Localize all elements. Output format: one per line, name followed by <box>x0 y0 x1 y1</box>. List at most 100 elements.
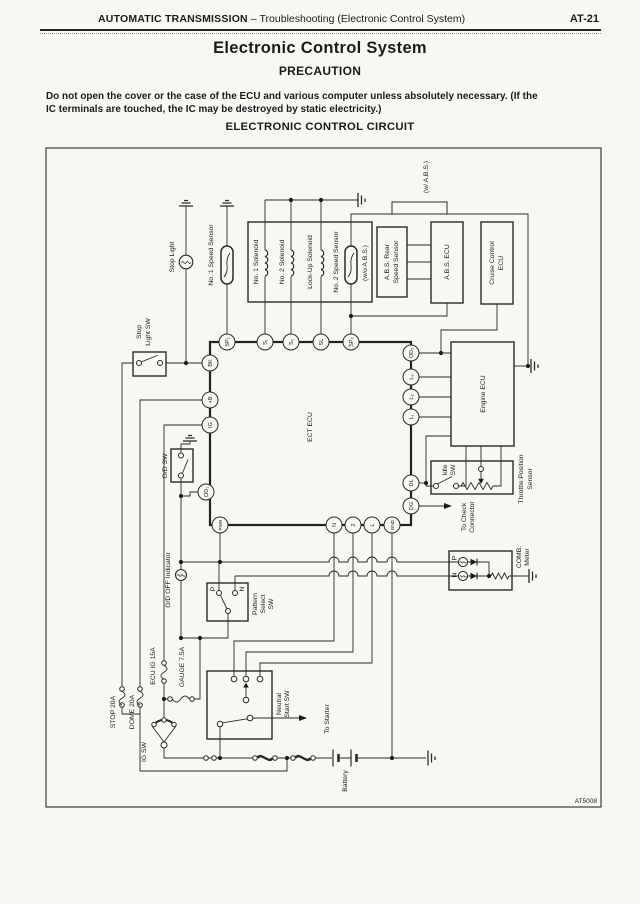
header-dash: – <box>250 13 257 25</box>
w-abs-tab <box>391 201 448 215</box>
terminal-od2 <box>402 344 420 362</box>
component-labels: Stop Light Stop Light SW No. 1 Speed Sen… <box>110 161 534 792</box>
ground-icon <box>427 750 436 766</box>
contact <box>136 360 142 366</box>
label-idle-2: SW <box>450 464 457 476</box>
label-ect-ecu: ECT ECU <box>307 412 314 442</box>
junction-dot <box>197 635 203 641</box>
junction-dot <box>161 696 167 702</box>
fuse-end <box>189 696 195 702</box>
terminal-od1 <box>197 483 215 501</box>
diode-icon <box>470 558 477 566</box>
ig-switch <box>151 717 177 749</box>
label-engine-ecu: Engine ECU <box>480 375 487 412</box>
comb-n-bulb-icon <box>457 570 469 582</box>
contact <box>453 483 459 489</box>
cruise-ecu-box <box>480 221 514 305</box>
fuse-end <box>167 696 173 702</box>
wire <box>425 435 451 483</box>
header-subtitle: Troubleshooting (Electronic Control Syst… <box>259 13 466 25</box>
stop-fuse-icon <box>118 690 126 706</box>
header-rule-dotted <box>40 33 601 34</box>
terminal-label: SP₁ <box>225 337 231 346</box>
reed-icon <box>223 252 231 278</box>
terminal-sp1 <box>218 333 236 351</box>
label-pattern-p: P <box>210 586 217 591</box>
header-title-line: AUTOMATIC TRANSMISSION – Troubleshooting… <box>98 13 518 25</box>
to-check-connector-arrow-icon <box>444 503 452 509</box>
reed-icon <box>347 252 355 278</box>
label-stop-light: Stop Light <box>169 242 176 273</box>
fan-edge <box>151 725 177 743</box>
page-title: Electronic Control System <box>213 39 427 57</box>
ground-icon <box>528 569 537 583</box>
wire <box>180 580 228 639</box>
label-abs-rear-2: Speed Sensor <box>393 240 400 284</box>
terminal-label: SP₂ <box>349 337 355 347</box>
terminal-sp2 <box>342 333 360 351</box>
label-cruise-2: ECU <box>498 256 505 270</box>
ground-symbols <box>179 193 539 766</box>
od-sw-box <box>170 448 194 483</box>
contact <box>216 590 222 596</box>
terminal-label: 2 <box>351 523 357 526</box>
comb-p-bulb-icon <box>457 556 469 568</box>
ground-icon <box>179 199 193 207</box>
wire <box>245 533 354 677</box>
junction-dot <box>217 755 223 761</box>
bulbs <box>174 254 469 582</box>
wire <box>181 556 459 563</box>
terminal-label: L₁ <box>409 414 415 419</box>
coil-icon <box>264 249 269 277</box>
fuse-end <box>137 686 143 692</box>
potentiometer-icon <box>460 481 494 491</box>
terminal-label: +B <box>208 396 214 403</box>
contact <box>216 720 224 728</box>
precaution-title: PRECAUTION <box>278 64 362 78</box>
label-no1-speed-sensor: No. 1 Speed Sensor <box>208 224 215 286</box>
terminal-l <box>363 516 381 534</box>
terminal-2 <box>344 516 362 534</box>
terminal-label: DG <box>409 502 415 510</box>
label-pattern-n: N <box>239 586 246 591</box>
wire <box>419 352 451 418</box>
wire <box>477 561 491 577</box>
fuses <box>118 660 195 708</box>
wire <box>440 304 498 353</box>
ground-icon <box>357 193 366 207</box>
terminal-label: OD₁ <box>204 487 210 497</box>
junction-dot <box>284 755 290 761</box>
terminal-n <box>325 516 343 534</box>
terminal-l3 <box>402 368 420 386</box>
junction-dot <box>525 363 531 369</box>
junction-dot <box>348 313 354 319</box>
speed-sensors <box>220 245 358 285</box>
header-rule <box>40 29 601 31</box>
coil-icon <box>290 249 295 277</box>
switch-arm <box>220 595 228 610</box>
dome-fuse-icon <box>136 690 144 706</box>
junction-dot <box>178 635 184 641</box>
junction-dot <box>318 197 324 203</box>
contact <box>256 675 264 683</box>
switch-arm <box>140 355 158 363</box>
gauge-fuse-icon <box>171 695 190 703</box>
fuse-end <box>161 678 167 684</box>
label-to-check-1: To Check <box>461 502 468 531</box>
label-to-starter: To Starter <box>324 704 331 734</box>
terminal-s1 <box>256 333 274 351</box>
section-title: ELECTRONIC CONTROL CIRCUIT <box>225 121 415 133</box>
od-off-indicator-bulb-icon <box>174 568 188 582</box>
terminal-ig <box>201 416 219 434</box>
label-to-check-2: Connector <box>469 501 476 533</box>
wire <box>194 638 201 700</box>
page-number: AT-21 <box>569 13 599 25</box>
battery-icon <box>332 749 358 767</box>
label-tps-1: Throttle Position <box>518 454 525 503</box>
coil-icon <box>320 249 325 277</box>
contact <box>161 717 167 723</box>
label-ig-sw: IG SW <box>141 741 148 762</box>
junction-dot <box>178 493 184 499</box>
terminal-dl <box>402 474 420 492</box>
pivot-contact <box>160 741 168 749</box>
